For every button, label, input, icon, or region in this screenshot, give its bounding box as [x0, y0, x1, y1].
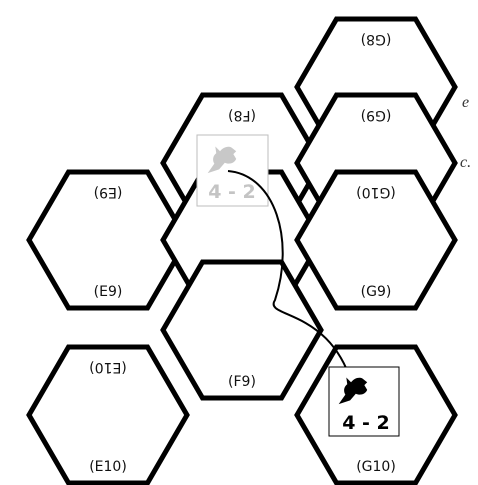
hex-e9[interactable]: (E9) (E9) [26, 169, 190, 311]
hex-coordinate-label: (G10) [356, 459, 396, 475]
counter-ghost[interactable]: 4 - 2 [196, 134, 269, 207]
counter-ghost-box [196, 134, 269, 207]
margin-text-2: c. [460, 154, 472, 171]
hex-coordinate-label-flipped: (F8) [228, 107, 256, 123]
hex-coordinate-label-flipped: (G10) [356, 184, 396, 200]
movement-arrow [227, 170, 361, 407]
counter-active-value: 4 - 2 [342, 412, 390, 434]
hex-coordinate-label-flipped: (G9) [361, 107, 392, 123]
hex-e10[interactable]: (E10) (E10) [26, 344, 190, 485]
hex-coordinate-label: (E10) [89, 459, 127, 475]
hex-outline [160, 259, 324, 401]
hex-coordinate-label-flipped: (G8) [361, 31, 392, 47]
hex-coordinate-label-flipped: (E10) [89, 359, 127, 375]
hex-coordinate-label: (E9) [94, 284, 123, 300]
hex-g9[interactable]: (G9) (G10) [294, 169, 458, 311]
hex-outline [294, 169, 458, 311]
hex-coordinate-label: (G9) [361, 284, 392, 300]
counter-active[interactable]: 4 - 2 [328, 366, 400, 437]
counter-ghost-value: 4 - 2 [208, 181, 256, 203]
hex-outline [26, 344, 190, 485]
hex-coordinate-label: (F9) [228, 374, 256, 390]
hex-coordinate-label-flipped: (E9) [94, 184, 123, 200]
margin-text-1: e [462, 94, 470, 111]
hex-f9[interactable]: (F9) [160, 259, 324, 401]
